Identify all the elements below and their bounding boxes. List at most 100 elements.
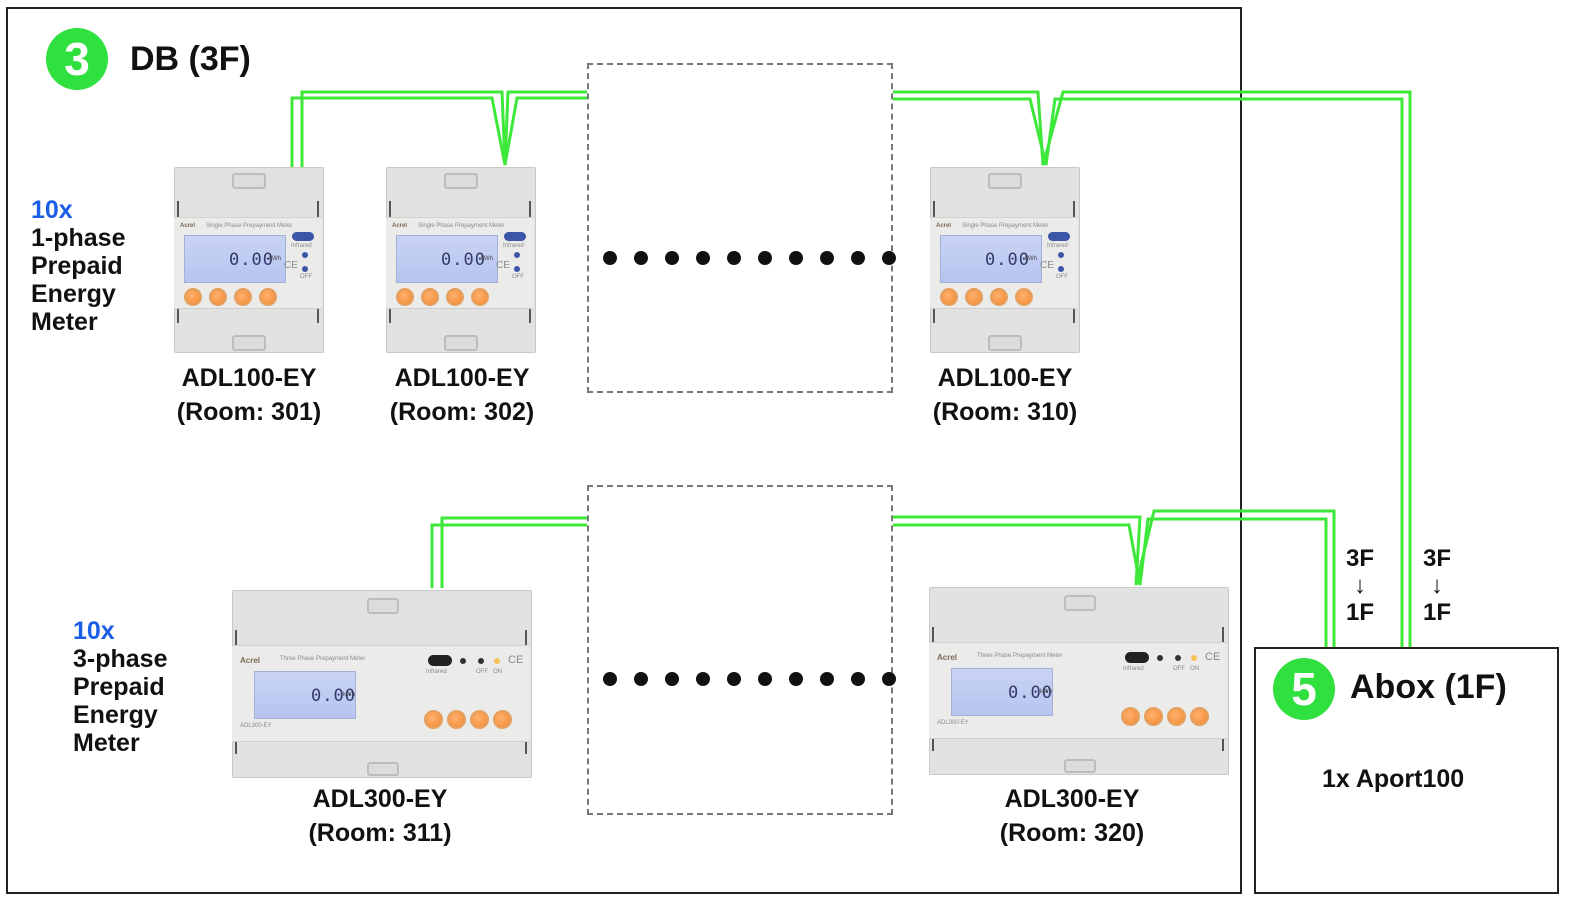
meter-room: (Room: 311) (308, 819, 452, 847)
rail-mark (389, 201, 391, 217)
led-on-icon (494, 658, 500, 664)
meter-room: (Room: 320) (999, 819, 1145, 847)
din-clip-top (232, 173, 266, 189)
din-clip-top (1064, 595, 1096, 611)
meter-label-320: ADL300-EY (Room: 320) (972, 782, 1172, 850)
legend-count: 10x (31, 196, 73, 224)
ce-mark-icon: CE (1205, 651, 1221, 663)
led-indicator-icon (302, 266, 308, 272)
din-clip-top (367, 598, 399, 614)
led-indicator-icon (478, 658, 484, 664)
ellipsis-dot (727, 251, 741, 265)
meter-type-text: Three Phase Prepayment Meter (280, 656, 366, 662)
legend-line: Meter (31, 308, 98, 336)
lcd-reading: 0.00 (985, 250, 1030, 270)
led-indicator-icon (1157, 655, 1163, 661)
ellipsis-dot (882, 672, 896, 686)
off-label: OFF (476, 669, 488, 675)
legend-line: 1-phase (31, 224, 126, 252)
ellipsis-dot (820, 672, 834, 686)
meter-button-icon (1144, 707, 1163, 726)
floor-to: 1F (1422, 599, 1451, 626)
lcd-unit: kWh (1025, 256, 1037, 262)
ellipsis-dot (820, 251, 834, 265)
ellipsis-dots-row1 (603, 251, 896, 265)
face-model-text: ADL300-EY (240, 723, 272, 729)
rail-mark (235, 630, 237, 646)
meter-button-icon (234, 288, 252, 306)
ellipsis-dot (665, 672, 679, 686)
meter-button-icon (470, 710, 489, 729)
din-clip-bottom (444, 335, 478, 351)
ellipsis-dots-row2 (603, 672, 896, 686)
on-label: ON (493, 669, 502, 675)
meter-room: (Room: 302) (389, 398, 535, 426)
brand-logo: Acrel (937, 653, 958, 662)
ellipsis-dot (758, 251, 772, 265)
led-on-icon (1191, 655, 1197, 661)
meter-model: ADL300-EY (312, 785, 448, 813)
lcd-unit: kWh (481, 256, 493, 262)
abox-content: 1x Aport100 (1322, 765, 1465, 793)
meter-model: ADL300-EY (1004, 785, 1140, 813)
meter-button-icon (447, 710, 466, 729)
abox-title: Abox (1F) (1350, 668, 1507, 706)
lcd-unit: kWh (1040, 689, 1052, 695)
off-label: OFF (1056, 274, 1068, 280)
ellipsis-dot (603, 251, 617, 265)
on-label: ON (1190, 666, 1199, 672)
legend-line: Energy (73, 701, 158, 729)
ellipsis-dot (789, 672, 803, 686)
led-indicator-icon (514, 266, 520, 272)
brand-logo: Acrel (240, 656, 261, 665)
rail-mark (525, 740, 527, 754)
legend-count: 10x (73, 617, 115, 645)
infrared-label: Infrared (426, 669, 447, 675)
meter-button-icon (184, 288, 202, 306)
off-label: OFF (300, 274, 312, 280)
meter-button-icon (965, 288, 983, 306)
off-label: OFF (1173, 666, 1185, 672)
lcd-reading: 0.00 (311, 686, 356, 706)
din-clip-top (988, 173, 1022, 189)
rail-mark (933, 201, 935, 217)
legend-three-phase: 10x 3-phase Prepaid Energy Meter (73, 617, 167, 757)
rail-mark (933, 307, 935, 323)
lcd-reading: 0.00 (441, 250, 486, 270)
meter-model: ADL100-EY (394, 364, 530, 392)
off-label: OFF (512, 274, 524, 280)
legend-line: 3-phase (73, 645, 168, 673)
meter-type-text: Single Phase Prepayment Meter (206, 223, 293, 229)
rail-mark (1222, 627, 1224, 643)
meter-type-text: Single Phase Prepayment Meter (962, 223, 1049, 229)
meter-room: (Room: 310) (932, 398, 1078, 426)
floor-transition-2: 3F ↓ 1F (1417, 545, 1457, 626)
ellipsis-box-row1 (587, 63, 893, 393)
infrared-port-icon (1048, 232, 1070, 241)
rail-mark (932, 627, 934, 643)
meter-button-icon (990, 288, 1008, 306)
led-indicator-icon (460, 658, 466, 664)
infrared-port-icon (1125, 652, 1149, 663)
brand-logo: Acrel (936, 223, 952, 229)
db-badge: 3 (46, 28, 108, 90)
meter-button-icon (259, 288, 277, 306)
rail-mark (1222, 737, 1224, 751)
din-clip-bottom (232, 335, 266, 351)
meter-button-icon (1190, 707, 1209, 726)
ce-mark-icon: CE (284, 260, 298, 271)
rail-mark (1073, 201, 1075, 217)
meter-label-302: ADL100-EY (Room: 302) (362, 361, 562, 429)
floor-from: 3F (1345, 545, 1374, 572)
meter-type-text: Single Phase Prepayment Meter (418, 223, 505, 229)
meter-button-icon (424, 710, 443, 729)
